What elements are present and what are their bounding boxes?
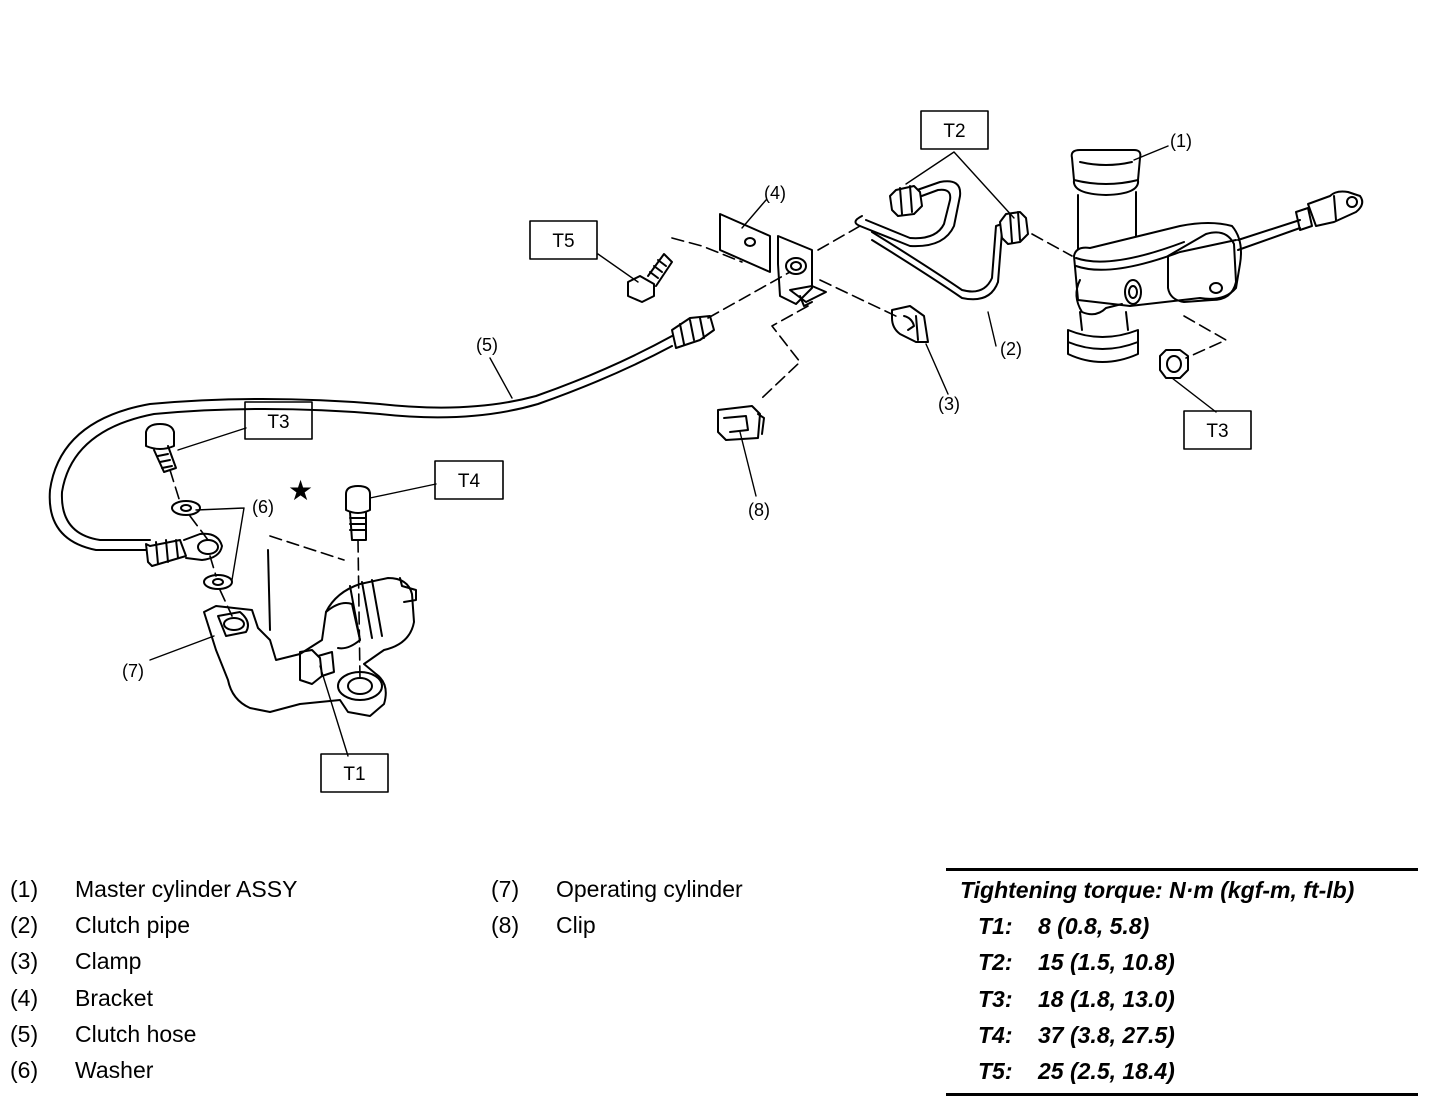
torque-code: T2: [978, 949, 1013, 975]
legend-number: (4) [10, 985, 39, 1011]
legend-number: (2) [10, 912, 39, 938]
torque-code: T3: [978, 986, 1013, 1012]
legend-number: (6) [10, 1057, 39, 1083]
torque-value: 18 (1.8, 13.0) [1038, 986, 1175, 1012]
callout-6: (6) [252, 497, 274, 517]
union-bolt [145, 423, 177, 473]
box-label-t3-left: T3 [267, 412, 289, 433]
torque-code: T5: [978, 1058, 1013, 1084]
clip [717, 405, 765, 441]
callout-2: (2) [1000, 339, 1022, 359]
box-label-t3-right: T3 [1206, 421, 1228, 442]
clutch-system-diagram: ★ T2 T5 T3 T4 T3 T1 (1) (2) (3) (4) (5) … [48, 110, 1364, 793]
torque-boxes [244, 110, 1252, 793]
callout-4: (4) [764, 183, 786, 203]
legend-label: Clutch hose [75, 1021, 197, 1047]
legend-number: (8) [491, 912, 520, 938]
box-label-t2: T2 [943, 121, 965, 142]
legend-label: Washer [75, 1057, 154, 1083]
legend-number: (1) [10, 876, 39, 902]
legend-label: Clutch pipe [75, 912, 191, 938]
torque-heading: Tightening torque: N·m (kgf-m, ft-lb) [960, 877, 1355, 903]
torque-value: 8 (0.8, 5.8) [1038, 913, 1150, 939]
torque-table: Tightening torque: N·m (kgf-m, ft-lb) T1… [946, 868, 1418, 1096]
legend-label: Bracket [75, 985, 153, 1011]
leader-lines [149, 145, 1217, 757]
master-cylinder-nut [1159, 349, 1189, 379]
star-symbol: ★ [288, 474, 313, 507]
legend-label: Clamp [75, 948, 142, 974]
torque-value: 15 (1.5, 10.8) [1038, 949, 1175, 975]
clutch-pipe [854, 180, 1029, 301]
legend-label: Operating cylinder [556, 876, 743, 902]
bracket [719, 213, 827, 307]
washers [171, 500, 233, 590]
legend-label: Master cylinder ASSY [75, 876, 298, 902]
callout-1: (1) [1170, 131, 1192, 151]
clamp [891, 305, 929, 343]
callout-3: (3) [938, 394, 960, 414]
legend-number: (3) [10, 948, 39, 974]
torque-code: T1: [978, 913, 1013, 939]
clutch-hose [48, 315, 715, 567]
operating-cylinder-bolt [345, 485, 371, 541]
torque-code: T4: [978, 1022, 1013, 1048]
callout-7: (7) [122, 661, 144, 681]
box-label-t5: T5 [552, 231, 574, 252]
torque-value: 37 (3.8, 27.5) [1038, 1022, 1175, 1048]
box-label-t4: T4 [458, 471, 481, 492]
operating-cylinder [203, 549, 417, 717]
torque-value: 25 (2.5, 18.4) [1038, 1058, 1175, 1084]
master-cylinder [1067, 149, 1364, 363]
box-label-t1: T1 [343, 764, 365, 785]
legend-number: (5) [10, 1021, 39, 1047]
legend-label: Clip [556, 912, 596, 938]
callout-5: (5) [476, 335, 498, 355]
bracket-bolt [627, 253, 673, 303]
legend-number: (7) [491, 876, 520, 902]
callout-8: (8) [748, 500, 770, 520]
assembly-lines [169, 225, 1227, 681]
